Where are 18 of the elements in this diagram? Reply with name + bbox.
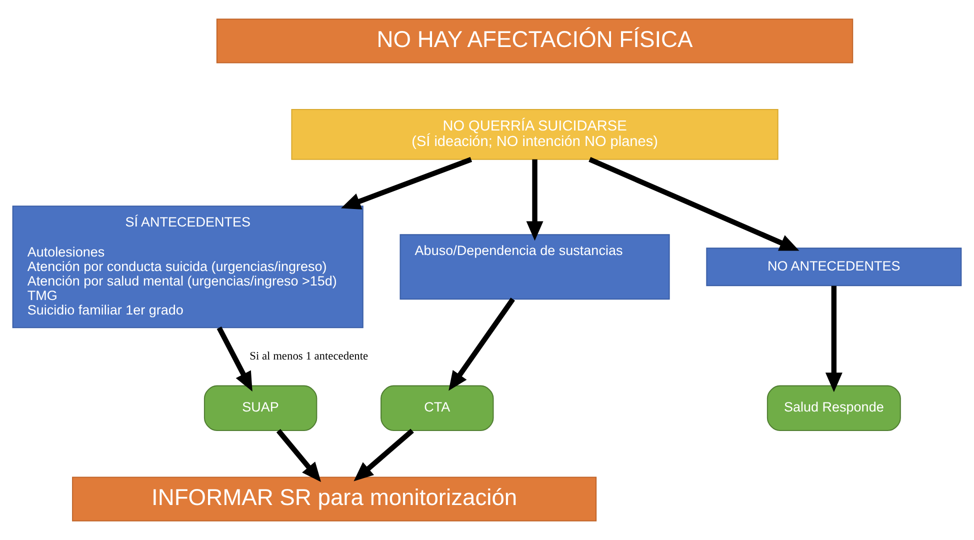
node-box: CTA [380,385,494,431]
arrow [354,428,414,482]
edge-label: Si al menos 1 antecedente [250,350,368,363]
arrow [216,326,252,392]
arrow [588,157,800,251]
arrow [448,298,515,391]
node-box: NO ANTECEDENTES [706,248,962,286]
arrow [340,156,472,210]
node-box: Abuso/Dependencia de sustancias [400,234,670,300]
node-box: INFORMAR SR para monitorización [72,476,597,522]
arrow [276,429,322,482]
node-box: NO HAY AFECTACIÓN FÍSICA [216,18,854,64]
arrow [526,159,544,241]
node-box: SÍ ANTECEDENTES Autolesiones Atención por conducta suicida (urgencias/ingreso) Atención por salud mental (urgencias/ingreso >15d) TMG Suicidio familiar 1er grado [12,206,364,328]
node-box: SUAP [204,385,318,431]
arrow [825,286,842,392]
node-box: NO QUERRÍA SUICIDARSE (SÍ ideación; NO intención NO planes) [291,109,778,160]
node-box: Salud Responde [766,385,901,431]
